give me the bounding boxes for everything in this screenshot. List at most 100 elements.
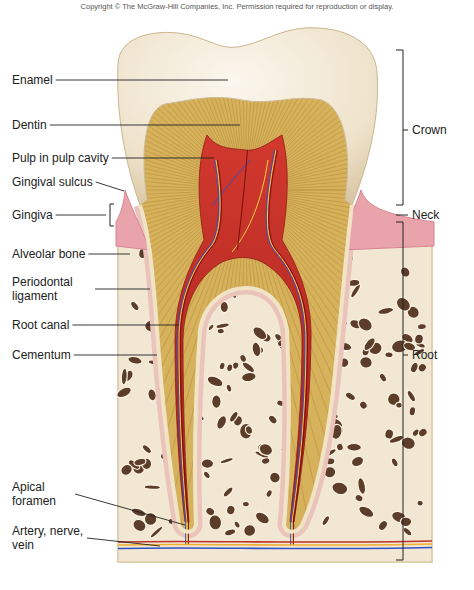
bone-space [362,336,377,353]
bone-space [357,477,367,495]
leader-line [56,215,106,216]
leader-line [88,254,130,255]
bone-space [251,341,262,357]
bone-space [220,457,234,465]
leader-line [74,355,157,356]
part-label: Enamel [12,73,53,87]
bone-space [267,414,279,426]
leader-line [112,158,214,159]
bone-space [321,515,331,527]
bone-space [208,514,223,531]
part-label: Dentin [12,118,47,132]
bone-space [399,265,412,279]
bone-space [406,389,417,403]
cementum [140,205,352,532]
leader-line [56,80,228,81]
bone-space [257,441,274,457]
region-label: Root [412,348,437,362]
bone-space [149,525,164,539]
region-label: Neck [412,208,439,222]
bone-space [244,425,253,436]
bone-space [417,323,427,330]
bone-space [357,504,376,520]
bone-space [201,459,214,469]
bone-space [251,324,269,342]
bone-space [347,443,362,451]
bone-space [358,400,369,411]
bone-space [378,372,388,383]
bracket [396,50,408,560]
bone-space [395,402,402,408]
part-label: Pulp in pulp cavity [12,151,109,165]
part-label: Alveolar bone [12,247,85,261]
bone-space [225,504,236,516]
bone-space [350,454,365,468]
bone-space [217,328,225,334]
leader-line [95,289,150,290]
bone-space [228,410,240,423]
bone-space [204,506,216,517]
bone-space [416,500,423,507]
bone-space [241,522,258,539]
bone-space [414,333,424,344]
part-label: Gingiva [12,208,53,222]
bone-space [224,528,237,537]
bone-space [265,489,274,499]
bone-space [330,480,349,496]
part-label: Artery, nerve, vein [12,524,84,552]
bone-space [408,406,416,416]
blood-vessels [118,541,432,549]
bone-space [400,516,413,527]
region-label: Crown [412,123,447,137]
bracket [110,204,114,226]
bone-space [202,470,211,480]
part-label: Periodontal ligament [12,275,92,303]
bone-space [222,486,235,499]
bone-space [241,371,257,383]
bone-space [121,368,128,385]
bone-space [133,457,147,467]
bone-space [215,414,229,431]
bone-space [344,391,357,402]
bone-space [390,457,399,468]
bone-space [119,462,135,477]
bone-space [377,306,394,315]
bone-space [218,362,226,371]
bone-space [268,471,282,485]
leader-line [72,325,179,326]
part-label: Root canal [12,318,69,332]
bone-space [226,363,233,372]
bone-space [261,457,271,465]
bone-space [129,300,140,312]
leader-line [96,182,124,191]
part-label: Cementum [12,348,71,362]
bone-space [384,428,395,440]
copyright-note: Copyright © The McGraw-Hill Companies, I… [81,2,394,12]
bone-space [253,510,271,527]
part-label: Gingival sulcus [12,175,93,189]
leader-line [75,494,185,525]
bone-space [377,519,390,532]
bone-space [127,355,143,365]
bone-space [385,352,394,358]
bone-space [242,501,249,507]
leader-line [50,125,240,126]
bone-space [144,485,161,490]
bone-space [225,384,232,393]
bone-space [206,374,225,389]
bone-space [239,353,248,363]
bone-space [358,355,374,370]
bone-space [409,361,419,374]
leader-line [87,538,160,546]
bone-space [233,520,241,529]
bone-space [336,443,344,452]
bone-space [356,315,375,334]
part-label: Apical foramen [12,480,72,508]
bone-space [212,395,221,409]
bone-space [115,385,133,400]
bone-space [207,323,215,331]
